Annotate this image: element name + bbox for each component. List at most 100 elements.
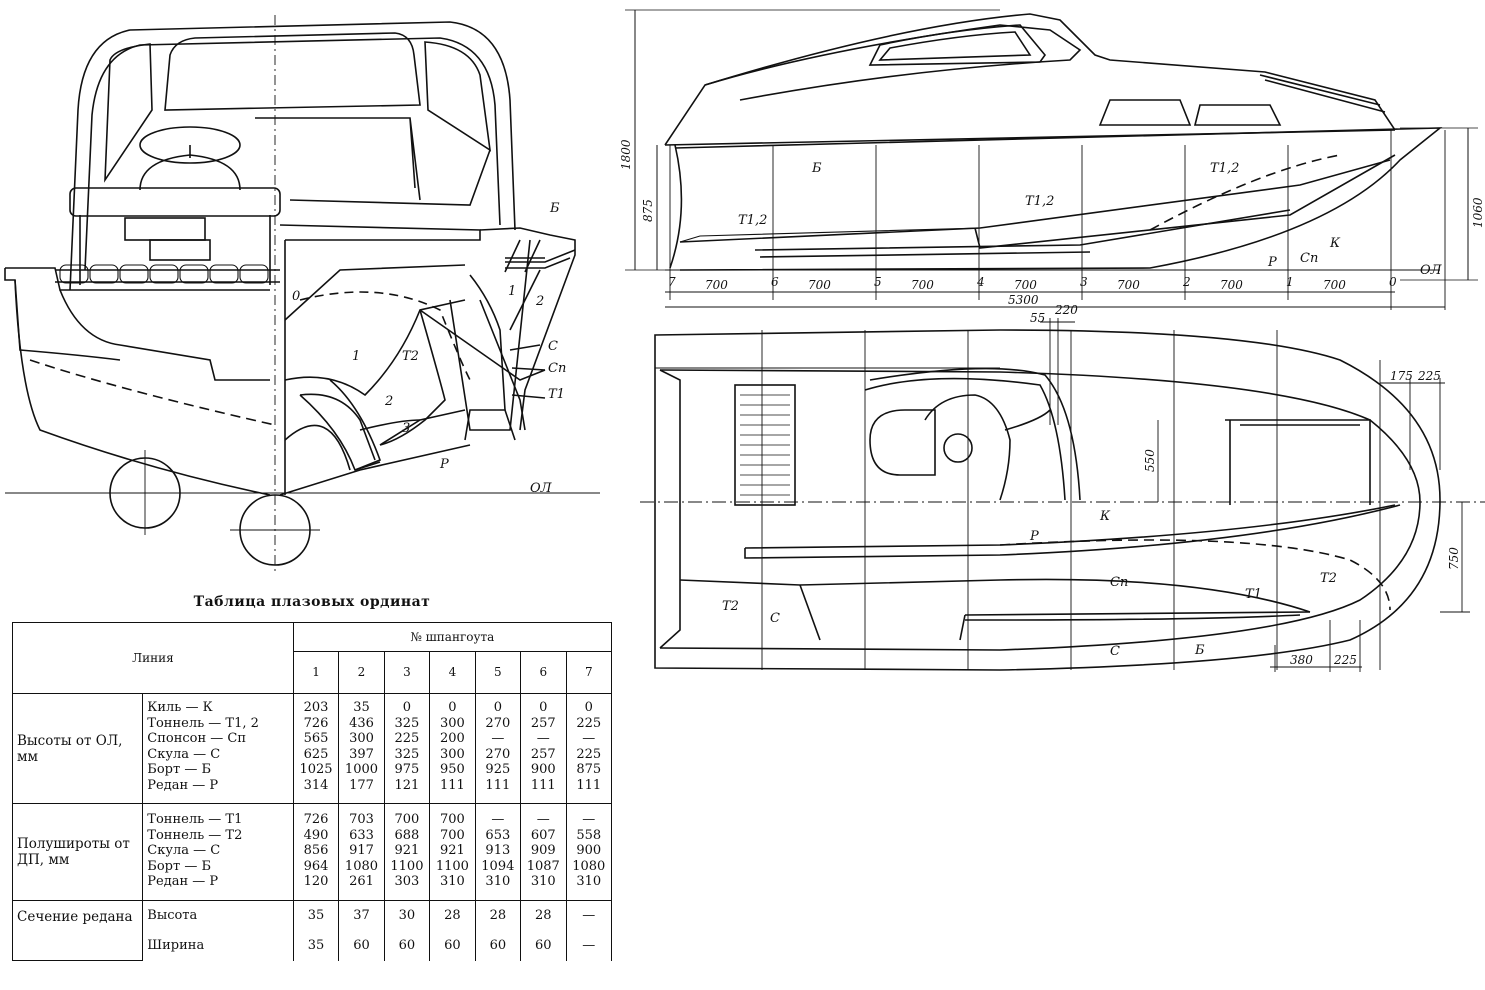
label-c-plan-left: С [770, 611, 780, 626]
cell-0-2: 35 [353, 700, 370, 715]
label-frame-3: 3 [402, 421, 410, 436]
label-b-plan: Б [1194, 643, 1205, 658]
cell-4-5: 310 [485, 874, 511, 889]
cell-1-2: 60 [338, 930, 385, 961]
frame-col-3: 3 [383, 651, 431, 694]
row-label-3: Борт — Б [147, 858, 212, 874]
cell-3-6: 1087 [526, 858, 560, 874]
cell-3-7: 225 [576, 746, 602, 762]
label-frame-0: 0 [292, 289, 300, 304]
cell-3-4: 1100 [435, 858, 469, 874]
spacing-6: 700 [1220, 278, 1243, 292]
group-name: Высоты от ОЛ, мм [11, 693, 144, 804]
label-cn-plan: Сп [1110, 575, 1128, 590]
label-p-body: Р [439, 457, 449, 472]
label-p-plan: Р [1029, 529, 1039, 544]
cell-1-5: 60 [474, 930, 522, 961]
cell-1-6: 60 [520, 930, 567, 961]
cell-4-6: 900 [530, 762, 556, 777]
dim-total-5300: 5300 [1008, 293, 1039, 307]
cell-0-3: 700 [394, 812, 420, 827]
spacing-2: 700 [808, 278, 831, 292]
header-frame: № шпангоута [292, 622, 613, 652]
label-frame-1: 1 [352, 349, 360, 364]
label-c-plan-bottom: С [1110, 644, 1120, 659]
station-2: 2 [1182, 275, 1191, 289]
profile-labels: 1800 875 1060 Б Т1,2 Т1,2 Т1,2 Р Сп К ОЛ… [619, 139, 1485, 307]
dim-750: 750 [1447, 547, 1461, 570]
station-1: 1 [1286, 275, 1294, 289]
cell-0-3: 30 [383, 900, 431, 931]
frame-col-1: 1 [292, 651, 340, 694]
cell-1-7: 558 [576, 827, 602, 843]
cell-4-3: 303 [394, 874, 420, 889]
label-frame-1-right: 1 [508, 284, 516, 299]
cell-4-6: 310 [530, 874, 556, 889]
cell-2-1: 565 [303, 731, 329, 746]
cell-1-4: 60 [429, 930, 476, 961]
header-line: Линия [12, 622, 294, 694]
cell-0-5: — [491, 812, 505, 827]
dim-220: 220 [1054, 303, 1078, 317]
spacing-5: 700 [1117, 278, 1140, 292]
cell-0-1: 203 [303, 700, 329, 715]
cell-4-5: 925 [485, 762, 511, 777]
station-4: 4 [976, 275, 985, 289]
dim-380: 380 [1290, 653, 1313, 667]
cell-1-3: 688 [394, 827, 420, 843]
cell-5-2: 177 [349, 777, 374, 793]
row-label-1: Тоннель — Т2 [147, 827, 243, 843]
label-t12-profile-a: Т1,2 [738, 213, 767, 228]
cell-2-2: 917 [349, 843, 374, 858]
cell-3-3: 325 [394, 746, 420, 762]
spacing-1: 700 [705, 278, 728, 292]
cell-2-5: 913 [485, 843, 511, 858]
cell-0-3: 0 [402, 700, 412, 715]
frame-col-7: 7 [565, 651, 613, 694]
station-6: 6 [771, 275, 779, 289]
cell-5-5: 111 [485, 777, 511, 793]
row-label-4: Редан — Р [147, 874, 219, 889]
cell-3-4: 300 [439, 746, 465, 762]
cell-0-2: 37 [338, 900, 385, 931]
cell-4-3: 975 [394, 762, 420, 777]
label-t2-plan-left: Т2 [722, 599, 739, 614]
cell-2-6: — [536, 731, 550, 746]
dim-55: 55 [1030, 311, 1045, 325]
cell-3-5: 1094 [481, 858, 515, 874]
row-label-2: Скула — С [147, 843, 221, 858]
label-frame-2-right: 2 [535, 294, 544, 309]
cell-0-7: — [582, 812, 596, 827]
cell-2-7: 900 [576, 843, 602, 858]
body-plan-view [4, 15, 600, 575]
frame-col-2: 2 [338, 651, 385, 694]
cell-4-4: 950 [439, 762, 465, 777]
cell-2-3: 921 [394, 843, 420, 858]
cell-2-3: 225 [394, 731, 420, 746]
cell-0-6: 28 [520, 900, 567, 931]
cell-5-6: 111 [530, 777, 556, 793]
cell-2-2: 300 [349, 731, 374, 746]
row-label-0: Киль — К [147, 700, 213, 715]
station-7: 7 [668, 275, 676, 289]
station-3: 3 [1080, 275, 1088, 289]
row-label-2: Спонсон — Сп [147, 731, 247, 746]
dim-225-bottom: 225 [1333, 653, 1357, 667]
cell-5-1: 314 [303, 777, 329, 793]
frame-col-4: 4 [429, 651, 476, 694]
cell-2-4: 921 [439, 843, 465, 858]
cell-4-4: 310 [439, 874, 465, 889]
label-k-profile: К [1329, 236, 1341, 251]
group-name: Полуширoты от ДП, мм [11, 803, 144, 901]
cell-1-1: 726 [303, 715, 329, 731]
cell-0-4: 28 [429, 900, 476, 931]
row-label-0: Высота [142, 900, 294, 931]
